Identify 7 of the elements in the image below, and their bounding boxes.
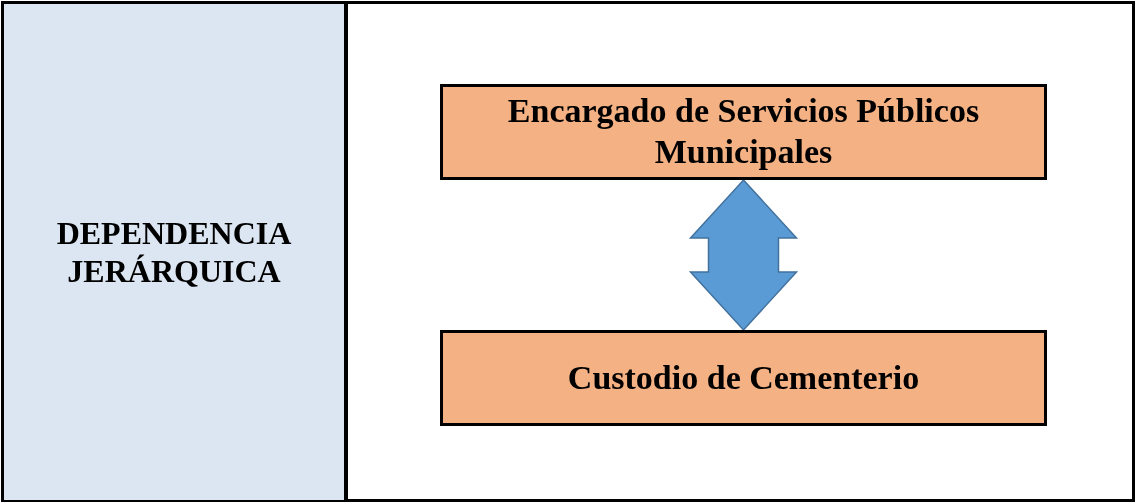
box-label: Encargado de Servicios Públicos Municipales bbox=[506, 91, 981, 172]
process-box bbox=[440, 330, 1047, 426]
box-label: DEPENDENCIA JERÁRQUICA bbox=[55, 213, 293, 291]
header-cell bbox=[4, 4, 344, 500]
box-label: Custodio de Cementerio bbox=[566, 357, 921, 398]
double-block-arrow bbox=[688, 178, 799, 332]
process-box bbox=[440, 84, 1047, 180]
